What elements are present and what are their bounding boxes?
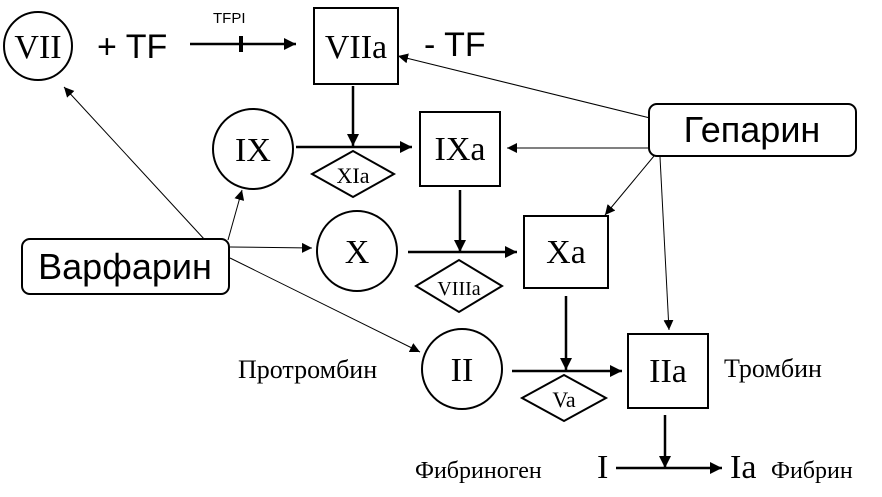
warfarin-to-x-arrow [229, 242, 313, 253]
factor-ixa-node [419, 111, 501, 187]
factor-ia-label: Ia [730, 449, 756, 486]
warfarin-label: Варфарин [38, 246, 212, 287]
heparin-to-iia-arrow [659, 156, 674, 331]
factor-xa-label: Xa [546, 234, 586, 271]
factor-va-label: Va [552, 387, 575, 412]
heparin-box [648, 103, 857, 157]
factor-vii-node [3, 11, 73, 81]
factor-x-label: X [345, 234, 370, 271]
factor-xia-diamond [309, 149, 397, 199]
factor-ixa-label: IXa [435, 131, 486, 168]
minus-tf-label: - TF [424, 26, 486, 64]
fibrin-label: Фибрин [771, 458, 853, 484]
heparin-arrows [397, 53, 674, 331]
heparin-to-xa-arrow [604, 155, 655, 216]
factor-iia-label: IIa [649, 353, 687, 390]
factor-vii-label: VII [14, 29, 61, 66]
heparin-to-viia-arrow [397, 53, 651, 119]
prothrombin-label: Протромбин [238, 355, 377, 384]
plus-tf-label: + TF [97, 28, 167, 66]
factor-ii-label: II [451, 352, 474, 389]
thrombin-label: Тромбин [724, 354, 822, 383]
factor-va-diamond [519, 373, 609, 423]
fibrinogen-label: Фибриноген [415, 458, 542, 484]
pathway-arrows [190, 36, 722, 474]
warfarin-to-vii-arrow [63, 86, 206, 241]
warfarin-box [21, 238, 230, 295]
factor-i-label: I [597, 449, 608, 486]
warfarin-to-ii-arrow [229, 257, 421, 353]
factor-viiia-diamond [414, 258, 504, 314]
factor-viia-node [313, 7, 399, 85]
factor-ix-label: IX [235, 132, 271, 169]
factor-xa-node [523, 215, 609, 289]
factor-viia-label: VIIa [325, 29, 387, 66]
factor-ix-node [212, 108, 294, 190]
factor-ii-node [421, 328, 503, 410]
factor-viiia-label: VIIIa [437, 278, 480, 300]
warfarin-to-ix-arrow [227, 189, 245, 241]
factor-x-node [316, 210, 398, 292]
factor-xia-label: XIa [337, 163, 370, 188]
heparin-label: Гепарин [684, 109, 821, 150]
factor-iia-node [627, 333, 709, 409]
warfarin-arrows [63, 86, 421, 353]
tfpi-label: TFPI [213, 10, 246, 27]
